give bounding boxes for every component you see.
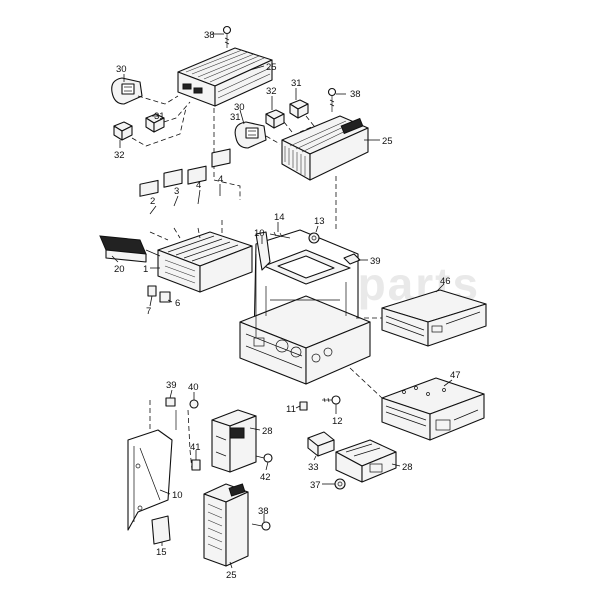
amplifier-28-left[interactable] (211, 409, 257, 473)
screw-icon (269, 231, 291, 239)
callout-31: 31 (154, 111, 165, 122)
callout-38: 38 (204, 30, 215, 41)
callout-10: 10 (254, 228, 265, 239)
mounting-frame[interactable] (239, 229, 371, 385)
amplifier-top[interactable] (177, 47, 273, 107)
callout-1: 1 (143, 264, 148, 275)
screw-icon (255, 453, 273, 463)
clip-icon (299, 401, 308, 411)
label-plate-icon (151, 515, 171, 545)
connector-icon (265, 99, 309, 129)
callout-6: 6 (175, 298, 180, 309)
amplifier-middle[interactable] (281, 115, 369, 181)
connector-plug-icon (111, 77, 143, 105)
callout-12: 12 (332, 416, 343, 427)
callout-32: 32 (114, 150, 125, 161)
callout-4: 4 (218, 174, 223, 185)
callout-25: 25 (382, 136, 393, 147)
callout-47: 47 (450, 370, 461, 381)
callout-37: 37 (310, 480, 321, 491)
callout-33: 33 (308, 462, 319, 473)
callout-46: 46 (440, 276, 451, 287)
callout-30: 30 (234, 102, 245, 113)
callout-30: 30 (116, 64, 127, 75)
callout-10: 10 (172, 490, 183, 501)
module-33[interactable] (307, 431, 335, 457)
cd-drive-unit[interactable] (381, 289, 487, 347)
callout-32: 32 (266, 86, 277, 97)
callout-20: 20 (114, 264, 125, 275)
callout-38: 38 (350, 89, 361, 100)
callout-41: 41 (190, 442, 201, 453)
amplifier-bottom[interactable] (203, 483, 249, 567)
callout-15: 15 (156, 547, 167, 558)
callout-11: 11 (286, 404, 296, 415)
screw-icon (251, 521, 271, 531)
callout-31: 31 (230, 112, 241, 123)
bracket-left[interactable] (127, 400, 193, 531)
callout-42: 42 (260, 472, 271, 483)
clip-icon (165, 397, 199, 409)
wiring-connector-icon (99, 235, 161, 263)
callout-31: 31 (291, 78, 302, 89)
callout-28: 28 (262, 426, 273, 437)
callouts: 38 25 30 31 32 31 38 32 30 31 25 2 3 4 4… (114, 30, 461, 581)
callout-3: 3 (174, 186, 179, 197)
clip-icon (191, 459, 201, 471)
grommet-icon (334, 478, 346, 490)
clip-icon (147, 285, 171, 303)
radio-control-unit[interactable] (157, 231, 253, 293)
screw-icon (327, 87, 337, 112)
callout-25: 25 (266, 62, 277, 73)
callout-14: 14 (274, 212, 285, 223)
screw-icon (322, 395, 341, 405)
nut-icon (308, 232, 320, 244)
connector-plug-icon (234, 121, 267, 149)
amplifier-28-right[interactable] (335, 439, 397, 483)
leader-lines (111, 33, 453, 569)
callout-39: 39 (166, 380, 177, 391)
connector-icon (139, 148, 231, 197)
callout-2: 2 (150, 196, 155, 207)
callout-40: 40 (188, 382, 199, 393)
callout-7: 7 (146, 306, 151, 317)
navigation-drive-unit[interactable] (381, 377, 485, 441)
callout-39: 39 (370, 256, 381, 267)
callout-25: 25 (226, 570, 237, 581)
screw-icon (222, 25, 232, 48)
callout-28: 28 (402, 462, 413, 473)
callout-4: 4 (196, 180, 201, 191)
callout-13: 13 (314, 216, 325, 227)
callout-38: 38 (258, 506, 269, 517)
